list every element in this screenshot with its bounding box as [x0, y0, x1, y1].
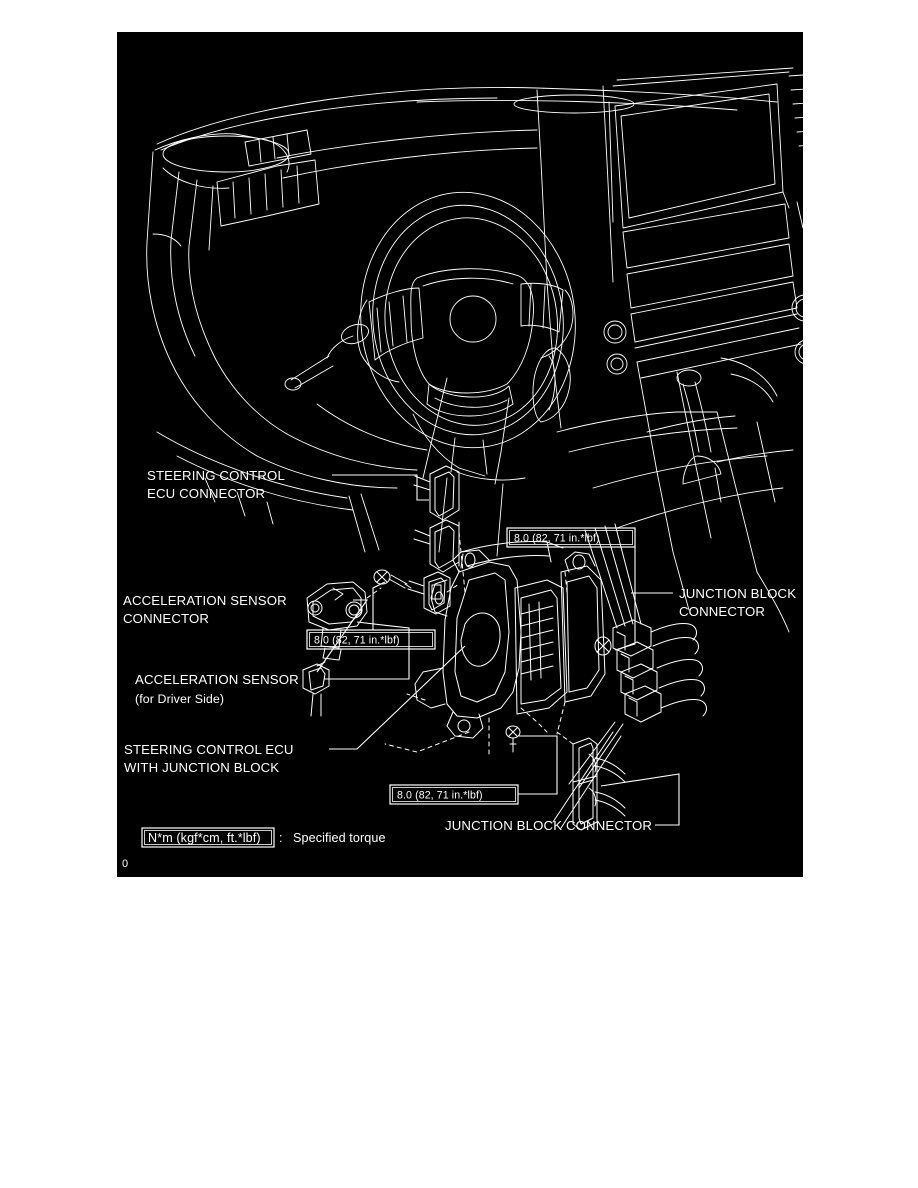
torque-value: 8.0 (82, 71 in.*lbf) [314, 635, 400, 647]
legend-separator: : [279, 831, 283, 845]
torque-leader-line [614, 547, 636, 651]
callout-label-line1: JUNCTION BLOCK [679, 586, 796, 601]
junction-block-connector-stack [552, 523, 707, 829]
ecu-assembly-illustration [302, 465, 707, 831]
torque-spec-acceleration-sensor: 8.0 (82, 71 in.*lbf) [306, 581, 436, 650]
torque-box-inner [309, 632, 433, 647]
acceleration-sensor-body [306, 581, 368, 661]
callout-steering-control-ecu-with-junction-block: STEERING CONTROL ECU WITH JUNCTION BLOCK [124, 645, 466, 775]
callout-steering-control-ecu-connector: STEERING CONTROL ECU CONNECTOR [147, 468, 429, 501]
callout-junction-block-connector-right: JUNCTION BLOCK CONNECTOR [631, 586, 796, 619]
torque-spec-layer: 8.0 (82, 71 in.*lbf) 8.0 (82, 71 in.*lbf… [306, 527, 636, 805]
legend-box-inner [144, 830, 272, 845]
callout-label-line1: STEERING CONTROL ECU [124, 742, 294, 757]
callout-leader-line [324, 621, 410, 680]
junction-block-connector-bar [572, 737, 626, 831]
callout-label-line1: ACCELERATION SENSOR [123, 593, 287, 608]
assembly-dashed-lines [366, 521, 574, 759]
callout-label-line2: CONNECTOR [679, 604, 765, 619]
callout-acceleration-sensor-driver-side: ACCELERATION SENSOR (for Driver Side) [135, 621, 410, 706]
torque-spec-ecu-lower: 8.0 (82, 71 in.*lbf) [389, 735, 558, 805]
torque-value: 8.0 (82, 71 in.*lbf) [514, 533, 600, 545]
callout-label-line1: JUNCTION BLOCK CONNECTOR [445, 818, 652, 833]
callout-leader-line [316, 599, 369, 673]
torque-leader-line [518, 735, 558, 795]
callout-leader-line [332, 474, 429, 501]
callout-label-line1: STEERING CONTROL [147, 468, 285, 483]
torque-leader-line [372, 581, 386, 630]
callout-junction-block-connector-bottom: JUNCTION BLOCK CONNECTOR [445, 773, 680, 833]
torque-box-outer [389, 784, 519, 805]
callout-label-line2: ECU CONNECTOR [147, 486, 265, 501]
callout-leader-line [329, 645, 466, 750]
legend-description: Specified torque [293, 831, 386, 845]
callout-label-line2: WITH JUNCTION BLOCK [124, 760, 279, 775]
callout-label-line2: (for Driver Side) [135, 692, 224, 706]
legend-symbol: N*m (kgf*cm, ft.*lbf) [148, 831, 261, 845]
technical-illustration: STEERING CONTROL ECU CONNECTOR ACCELERAT… [117, 32, 803, 877]
torque-legend: N*m (kgf*cm, ft.*lbf) : Specified torque [141, 827, 386, 848]
legend-box-outer [141, 827, 275, 848]
page-marker: 0 [122, 858, 129, 870]
torque-value: 8.0 (82, 71 in.*lbf) [397, 790, 483, 802]
figure-panel: STEERING CONTROL ECU CONNECTOR ACCELERAT… [117, 32, 803, 877]
torque-spec-ecu-upper: 8.0 (82, 71 in.*lbf) [506, 527, 636, 651]
torque-box-inner [392, 787, 516, 802]
callout-acceleration-sensor-connector: ACCELERATION SENSOR CONNECTOR [123, 593, 369, 673]
torque-box-inner [509, 530, 633, 545]
torque-box-outer [506, 527, 636, 548]
callout-leader-line [600, 773, 680, 826]
callout-label-line1: ACCELERATION SENSOR [135, 672, 299, 687]
callout-label-line2: CONNECTOR [123, 611, 209, 626]
dashboard-illustration [146, 67, 803, 633]
torque-box-outer [306, 629, 436, 650]
callout-layer: STEERING CONTROL ECU CONNECTOR ACCELERAT… [123, 468, 796, 833]
